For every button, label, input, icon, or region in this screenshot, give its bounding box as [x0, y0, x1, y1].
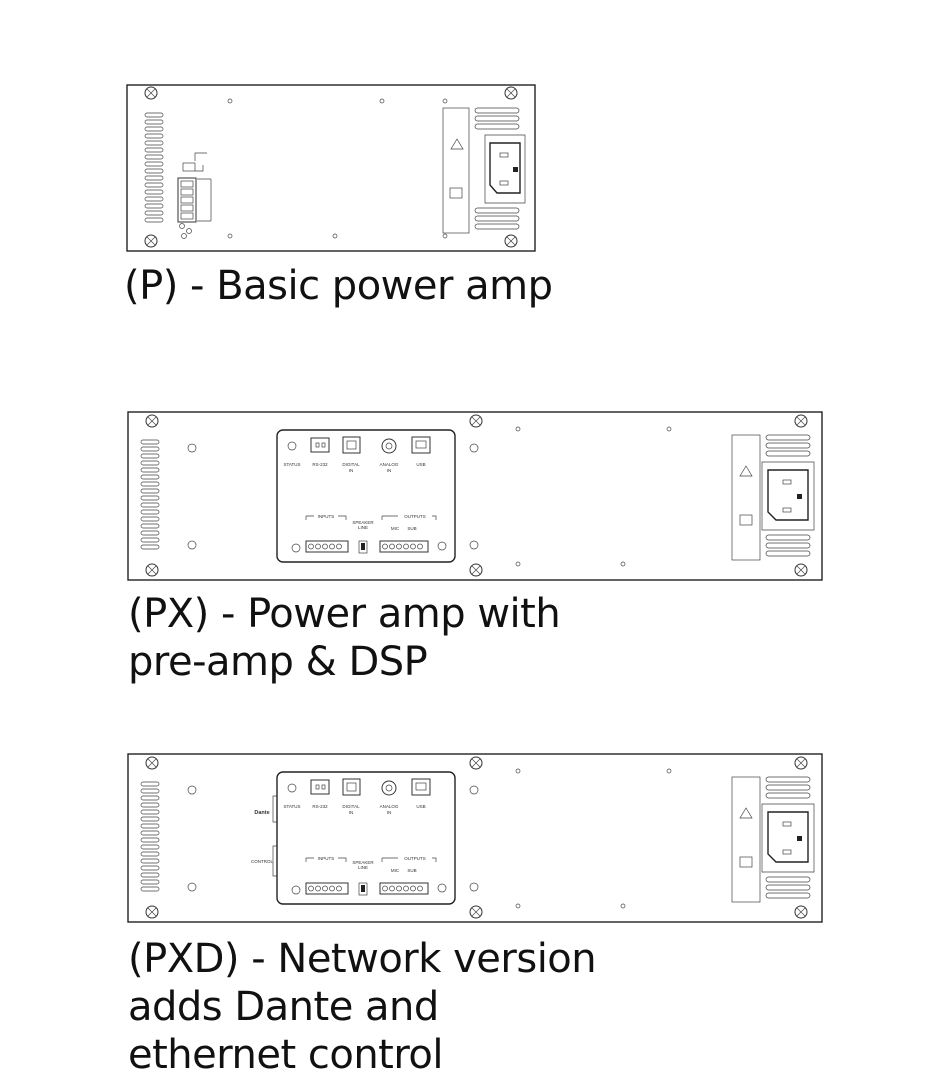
- screw-icon: [469, 563, 483, 577]
- screw-icon: [794, 563, 808, 577]
- rj45-icon: [310, 437, 330, 453]
- label-digital: DIGITAL: [342, 462, 360, 467]
- vent-slots-icon: [140, 781, 160, 892]
- screw-icon: [504, 86, 518, 100]
- label-outputs: OUTPUTS: [404, 514, 426, 519]
- screw-icon: [794, 414, 808, 428]
- terminal-block-icon: [177, 177, 212, 223]
- vent-slots-icon: [144, 112, 164, 223]
- screw-icon: [794, 756, 808, 770]
- label-digital: DIGITAL: [342, 804, 360, 809]
- ce-mark-icon: [449, 187, 463, 199]
- dip-switch-icon: [358, 882, 368, 896]
- label-dante: Dante: [254, 810, 269, 816]
- warning-triangle-icon: [450, 138, 464, 150]
- vent-slots-icon: [765, 434, 811, 557]
- iec-power-inlet-icon: [761, 461, 815, 531]
- rca-jack-icon: [381, 438, 397, 454]
- label-analog: ANALOG: [380, 804, 399, 809]
- label-outputs: OUTPUTS: [404, 856, 426, 861]
- screw-icon: [469, 905, 483, 919]
- screw-icon: [144, 234, 158, 248]
- caption-p: (P) - Basic power amp: [124, 263, 553, 309]
- label-analog-in: IN: [387, 468, 392, 473]
- label-speaker: SPEAKER: [352, 860, 374, 865]
- dip-switch-icon: [358, 540, 368, 554]
- caption-pxd-line1: (PXD) - Network version: [128, 936, 597, 982]
- label-mic: MIC: [391, 526, 400, 531]
- terminal-block-icon: [305, 882, 349, 895]
- label-line: LINE: [358, 865, 368, 870]
- rj45-icon: [310, 779, 330, 795]
- label-usb: USB: [416, 804, 425, 809]
- label-rs232: RS-232: [312, 462, 328, 467]
- terminal-block-icon: [379, 882, 429, 895]
- label-speaker: SPEAKER: [352, 520, 374, 525]
- screw-icon: [145, 563, 159, 577]
- label-control: CONTROL: [251, 859, 273, 864]
- terminal-block-icon: [305, 540, 349, 553]
- px-rear-panel: STATUS RS-232 DIGITAL IN ANALOG IN USB I…: [127, 411, 823, 581]
- warning-triangle-icon: [739, 807, 753, 819]
- optical-port-icon: [342, 778, 361, 796]
- screw-icon: [504, 234, 518, 248]
- label-sub: SUB: [407, 526, 416, 531]
- optical-port-icon: [342, 436, 361, 454]
- screw-icon: [794, 905, 808, 919]
- usb-b-port-icon: [411, 436, 431, 454]
- p-rear-panel: [126, 84, 536, 252]
- label-analog: ANALOG: [380, 462, 399, 467]
- warning-triangle-icon: [739, 465, 753, 477]
- label-line: LINE: [358, 525, 368, 530]
- rca-jack-icon: [381, 780, 397, 796]
- label-status: STATUS: [283, 462, 300, 467]
- vent-slots-icon: [474, 107, 520, 230]
- iec-power-inlet-icon: [761, 803, 815, 873]
- screw-icon: [469, 756, 483, 770]
- terminal-block-icon: [379, 540, 429, 553]
- screw-icon: [145, 414, 159, 428]
- caption-pxd-line3: ethernet control: [128, 1032, 444, 1078]
- label-mic: MIC: [391, 868, 400, 873]
- label-rs232: RS-232: [312, 804, 328, 809]
- vent-slots-icon: [140, 439, 160, 550]
- label-inputs: INPUTS: [318, 856, 335, 861]
- vent-slots-icon: [765, 776, 811, 899]
- caption-px-line1: (PX) - Power amp with: [128, 591, 561, 637]
- usb-b-port-icon: [411, 778, 431, 796]
- screw-icon: [469, 414, 483, 428]
- caption-px-line2: pre-amp & DSP: [128, 639, 428, 685]
- iec-power-inlet-icon: [484, 134, 526, 204]
- label-digital-in: IN: [349, 810, 354, 815]
- label-status: STATUS: [283, 804, 300, 809]
- dip-switch-icon: [182, 162, 196, 172]
- screw-icon: [145, 756, 159, 770]
- label-digital-in: IN: [349, 468, 354, 473]
- label-sub: SUB: [407, 868, 416, 873]
- screw-icon: [144, 86, 158, 100]
- label-inputs: INPUTS: [318, 514, 335, 519]
- pxd-rear-panel: Dante CONTROL STATUS RS-232 DIGITAL IN A…: [127, 753, 823, 923]
- ce-mark-icon: [739, 856, 753, 868]
- caption-pxd-line2: adds Dante and: [128, 984, 439, 1030]
- ce-mark-icon: [739, 514, 753, 526]
- label-usb: USB: [416, 462, 425, 467]
- label-analog-in: IN: [387, 810, 392, 815]
- screw-icon: [145, 905, 159, 919]
